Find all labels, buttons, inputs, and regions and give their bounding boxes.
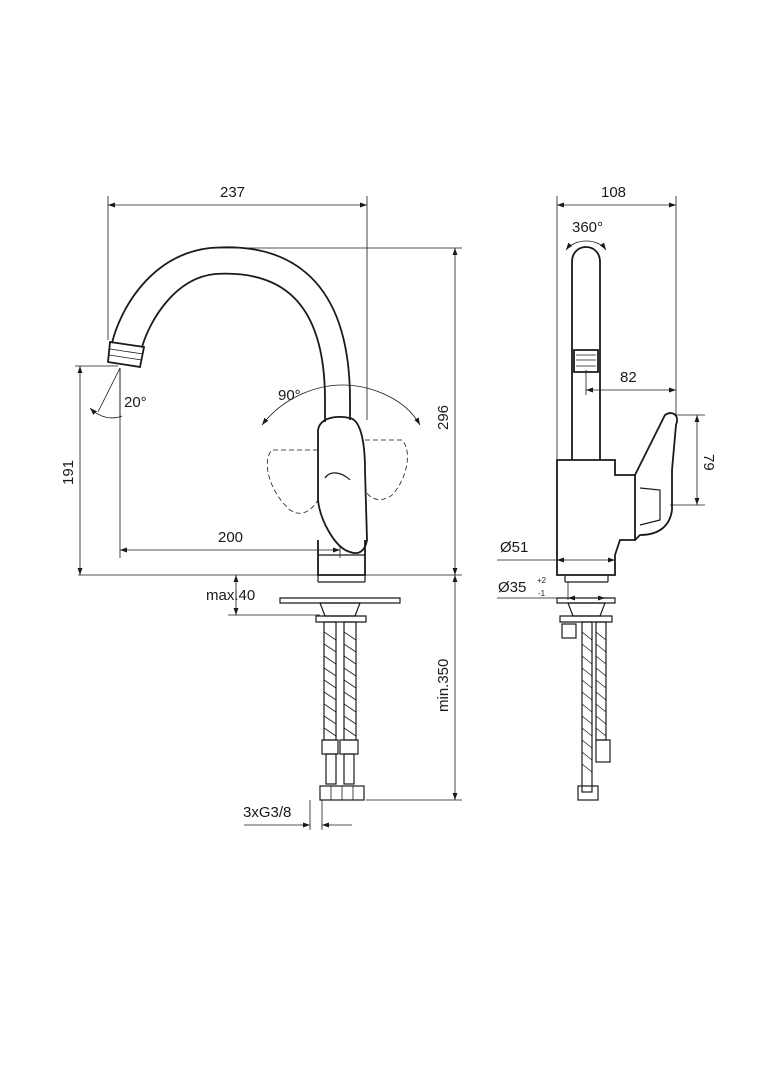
dim-79-label: 79 [700,454,717,471]
angle-90-indicator: 90° [261,384,421,426]
dim-191-label: 191 [60,460,77,485]
dim-dia-51-label: Ø51 [500,539,528,556]
side-body [556,459,636,583]
dim-296: 296 [435,248,458,575]
dim-thread-label: 3xG3/8 [243,804,291,821]
angle-20-label: 20° [124,394,147,411]
dim-thread: 3xG3/8 [243,804,352,828]
dim-237-label: 237 [220,184,245,201]
side-view: 108 360° 82 79 Ø51 Ø35 +2 [497,184,717,801]
rotation-360-label: 360° [572,219,603,236]
dim-dia-51: Ø51 [497,539,615,563]
dim-82-label: 82 [620,369,637,386]
dim-dia-35-label: Ø35 [498,579,526,596]
dim-dia-35: Ø35 +2 -1 [497,576,605,601]
angle-20-indicator: 20° [89,367,147,419]
side-extension-lines [556,196,705,506]
dim-200-label: 200 [218,529,243,546]
tolerance-minus: -1 [538,589,546,598]
mounting-assembly [279,597,401,801]
tap-body [317,416,368,583]
angle-90-label: 90° [278,387,301,404]
dim-237: 237 [108,184,367,208]
dim-200: 200 [120,529,340,553]
dim-79: 79 [694,415,717,505]
dim-296-label: 296 [435,405,452,430]
dim-108: 108 [557,184,676,208]
rotation-360-indicator: 360° [565,219,607,251]
spout [107,246,351,422]
dim-108-label: 108 [601,184,626,201]
dim-min-350: min.350 [435,575,458,800]
dim-min-350-label: min.350 [435,659,452,712]
dim-max-40: max.40 [206,575,255,615]
tolerance-plus: +2 [537,576,547,585]
side-spout [571,246,601,460]
front-view: 90° [60,184,462,830]
side-mounting [556,597,616,801]
dim-max-40-label: max.40 [206,587,255,604]
dim-191: 191 [60,366,83,575]
dim-82: 82 [586,369,676,393]
side-handle [634,412,678,541]
handle-swing-outline [266,439,408,514]
extension-lines [75,196,462,830]
